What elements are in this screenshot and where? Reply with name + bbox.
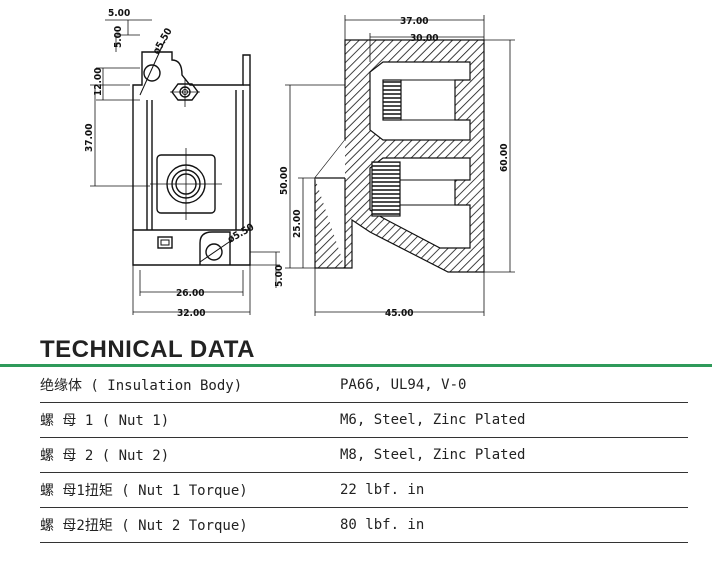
- dim-side-45: 45.00: [385, 308, 413, 319]
- table-row: 螺 母2扭矩 ( Nut 2 Torque) 80 lbf. in: [40, 507, 688, 543]
- dim-front-37: 37.00: [84, 124, 95, 152]
- table-row: 螺 母 2 ( Nut 2) M8, Steel, Zinc Plated: [40, 437, 688, 473]
- technical-data-table: 绝缘体 ( Insulation Body) PA66, UL94, V-0 螺…: [40, 368, 688, 543]
- nut-1-thread: [382, 79, 402, 121]
- spec-label: 螺 母1扭矩 ( Nut 1 Torque): [40, 472, 340, 508]
- spec-label: 螺 母 1 ( Nut 1): [40, 402, 340, 438]
- dim-side-25: 25.00: [292, 210, 303, 238]
- table-row: 螺 母1扭矩 ( Nut 1 Torque) 22 lbf. in: [40, 472, 688, 508]
- table-row: 螺 母 1 ( Nut 1) M6, Steel, Zinc Plated: [40, 402, 688, 438]
- spec-value: PA66, UL94, V-0: [340, 368, 688, 403]
- front-view: [90, 19, 280, 315]
- mounting-hole-bottom: [205, 243, 223, 261]
- dim-front-5-top: 5.00: [108, 8, 130, 19]
- mounting-hole-top: [143, 64, 161, 82]
- nut-2-thread: [371, 161, 401, 217]
- dim-front-5-side: 5.00: [113, 26, 124, 48]
- spec-label: 螺 母 2 ( Nut 2): [40, 437, 340, 473]
- dim-front-32: 32.00: [177, 308, 205, 319]
- spec-label: 绝缘体 ( Insulation Body): [40, 368, 340, 403]
- dim-side-37: 37.00: [400, 16, 428, 27]
- spec-value: M6, Steel, Zinc Plated: [340, 402, 688, 438]
- spec-value: 22 lbf. in: [340, 472, 688, 508]
- spec-value: M8, Steel, Zinc Plated: [340, 437, 688, 473]
- dim-front-12: 12.00: [93, 68, 104, 96]
- logo-mark: [157, 236, 173, 249]
- dim-side-30: 30.00: [410, 33, 438, 44]
- section-divider: [0, 364, 712, 367]
- side-section-view: [285, 15, 515, 316]
- dim-side-50: 50.00: [279, 167, 290, 195]
- technical-drawing: 5.00 5.00 12.00 37.00 ø5.50 ø5.50 26.00 …: [84, 8, 515, 319]
- dim-front-5-bottom: 5.00: [274, 265, 285, 287]
- dim-side-60: 60.00: [499, 144, 510, 172]
- spec-label: 螺 母2扭矩 ( Nut 2 Torque): [40, 507, 340, 543]
- spec-value: 80 lbf. in: [340, 507, 688, 543]
- table-row: 绝缘体 ( Insulation Body) PA66, UL94, V-0: [40, 368, 688, 403]
- dim-front-26: 26.00: [176, 288, 204, 299]
- section-title: TECHNICAL DATA: [40, 336, 255, 363]
